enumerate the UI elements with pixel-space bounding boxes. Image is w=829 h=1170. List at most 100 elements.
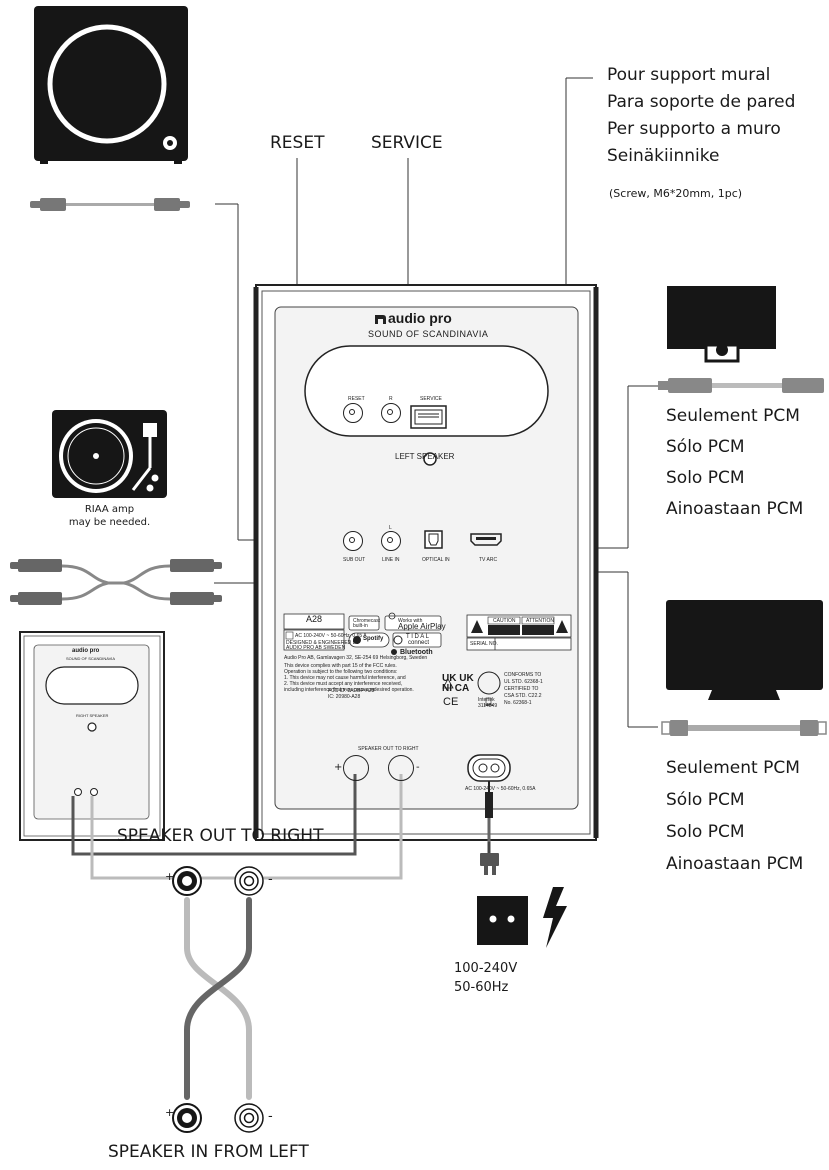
- small-speaker-brand: audio pro: [72, 648, 100, 654]
- panel-airplay: Apple AirPlay: [398, 622, 446, 631]
- panel-tagline: SOUND OF SCANDINAVIA: [368, 329, 489, 339]
- line-in-left-jack[interactable]: [381, 531, 401, 551]
- panel-speaker-out-right: SPEAKER OUT TO RIGHT: [358, 746, 419, 752]
- panel-optical-in: OPTICAL IN: [422, 557, 450, 563]
- optical-device-icon: [667, 286, 776, 363]
- sub-cable-icon: [30, 198, 190, 211]
- tv-icon: [666, 600, 823, 700]
- out-minus-label: -: [268, 872, 273, 887]
- main-speaker-back: [253, 284, 599, 841]
- conforms-line: UL STD. 62368-1: [504, 679, 543, 685]
- rca-y-cable-icon: [10, 559, 222, 605]
- out-plus-label: +: [165, 870, 175, 883]
- panel-spotify: Spotify: [363, 636, 384, 642]
- panel-caution: CAUTION: [493, 618, 516, 624]
- panel-attention: ATTENTION: [526, 618, 554, 624]
- fcc-line: This device complies with part 15 of the…: [284, 663, 397, 669]
- pcm-line: Solo PCM: [666, 468, 745, 488]
- wall-mount-screw: (Screw, M6*20mm, 1pc): [609, 187, 743, 200]
- conforms-line: No. 62368-1: [504, 700, 532, 706]
- pcm-line: Ainoastaan PCM: [666, 854, 804, 874]
- speaker-out-to-right-title: SPEAKER OUT TO RIGHT: [117, 826, 324, 846]
- speaker-out-terminals: [172, 866, 264, 896]
- panel-tidal: T I D A L: [406, 634, 429, 640]
- power-cable-icon: [480, 781, 499, 875]
- panel-plus: +: [334, 762, 343, 773]
- panel-left-speaker: LEFT SPEAKER: [395, 452, 455, 461]
- conforms-line: CERTIFIED TO: [504, 686, 539, 692]
- speaker-in-from-left-title: SPEAKER IN FROM LEFT: [108, 1142, 309, 1162]
- pcm-line: Sólo PCM: [666, 437, 745, 457]
- power-spec: 100-240V 50-60Hz: [454, 959, 517, 997]
- fcc-line: 1. This device may not cause harmful int…: [284, 675, 406, 681]
- speaker-out-plus-post[interactable]: [343, 755, 369, 781]
- speaker-out-minus-post[interactable]: [388, 755, 414, 781]
- panel-r: R: [389, 396, 393, 402]
- wall-mount-line: Seinäkiinnike: [607, 146, 720, 166]
- conforms-line: CSA STD. C22.2: [504, 693, 542, 699]
- wall-mount-line: Para soporte de pared: [607, 92, 796, 112]
- riaa-line: may be needed.: [68, 517, 151, 528]
- wall-mount-label: Pour support mural Para soporte de pared…: [607, 62, 795, 170]
- riaa-note: RIAA amp may be needed.: [52, 503, 167, 529]
- reset-label: RESET: [270, 133, 325, 153]
- power-voltage: 100-240V: [454, 961, 518, 976]
- hdmi-cable-icon: [661, 720, 827, 736]
- crossed-speaker-cables: [184, 897, 252, 1100]
- panel-tidal-connect: connect: [408, 640, 430, 646]
- reset-button[interactable]: [343, 403, 363, 423]
- panel-fcc-text: This device complies with part 15 of the…: [284, 663, 414, 693]
- panel-reset: RESET: [348, 396, 365, 402]
- panel-serial: SERIAL NO.: [470, 641, 498, 647]
- panel-minus: -: [416, 762, 420, 773]
- lightning-icon: [543, 887, 567, 948]
- small-speaker-label: RIGHT SPEAKER: [76, 713, 109, 718]
- panel-line-in: LINE IN: [382, 557, 400, 563]
- panel-fcc-id: FCC ID: 2ADBP-A28: [328, 688, 375, 694]
- riaa-line: RIAA amp: [84, 504, 135, 515]
- panel-intertek: Intertek: [478, 697, 495, 703]
- optical-pcm-note: Seulement PCM Sólo PCM Solo PCM Ainoasta…: [666, 401, 803, 525]
- hdmi-pcm-note: Seulement PCM Sólo PCM Solo PCM Ainoasta…: [666, 752, 803, 880]
- panel-chromecast: Chromecast built-in: [353, 618, 380, 629]
- pcm-line: Ainoastaan PCM: [666, 499, 804, 519]
- ukca-line: NI CA: [442, 683, 470, 694]
- panel-conforms: CONFORMS TO UL STD. 62368-1 CERTIFIED TO…: [504, 672, 543, 707]
- wall-mount-line: Per supporto a muro: [607, 119, 781, 139]
- speaker-in-terminals: [172, 1103, 264, 1133]
- conforms-line: CONFORMS TO: [504, 672, 542, 678]
- in-minus-label: -: [268, 1109, 273, 1124]
- subwoofer-icon: [34, 6, 188, 164]
- panel-ukca: UK UK NI CA: [442, 674, 474, 694]
- in-plus-label: +: [165, 1106, 175, 1119]
- pcm-line: Seulement PCM: [666, 406, 800, 426]
- wall-socket-icon: [477, 896, 528, 945]
- panel-sub-out: SUB OUT: [343, 557, 366, 563]
- turntable-icon: [52, 410, 167, 498]
- power-frequency: 50-60Hz: [454, 980, 509, 995]
- panel-rating: AC 100-240V ~ 50-60Hz, 0.65 A: [295, 633, 367, 639]
- panel-brand: audio pro: [388, 310, 452, 326]
- pcm-line: Solo PCM: [666, 822, 745, 842]
- fcc-line: Operation is subject to the following tw…: [284, 669, 398, 675]
- panel-ic: IC: 20980-A28: [328, 694, 361, 700]
- fcc-line: including interference that may cause un…: [284, 687, 414, 693]
- panel-bluetooth: Bluetooth: [400, 649, 433, 656]
- service-label: SERVICE: [371, 133, 443, 153]
- line-in-right-jack[interactable]: [381, 403, 401, 423]
- panel-ce: CE: [443, 696, 459, 708]
- fcc-line: 2. This device must accept any interfere…: [284, 681, 403, 687]
- panel-model: A28: [305, 614, 322, 624]
- panel-l: L: [389, 525, 392, 531]
- sub-out-jack[interactable]: [343, 531, 363, 551]
- pcm-line: Seulement PCM: [666, 758, 800, 778]
- panel-designed2: AUDIO PRO AB SWEDEN: [286, 645, 346, 651]
- ukca-line: UK UK: [442, 673, 474, 684]
- panel-designed: DESIGNED & ENGINEERED BY: [286, 640, 360, 646]
- wall-mount-line: Pour support mural: [607, 65, 771, 85]
- right-speaker-icon: [19, 631, 165, 841]
- panel-ac-rating: AC 100-240V ~ 50-60Hz, 0.65A: [465, 786, 536, 792]
- panel-tv-arc: TV ARC: [479, 557, 498, 563]
- speaker-cable-dark: [71, 774, 357, 856]
- optical-cable-icon: [658, 378, 824, 393]
